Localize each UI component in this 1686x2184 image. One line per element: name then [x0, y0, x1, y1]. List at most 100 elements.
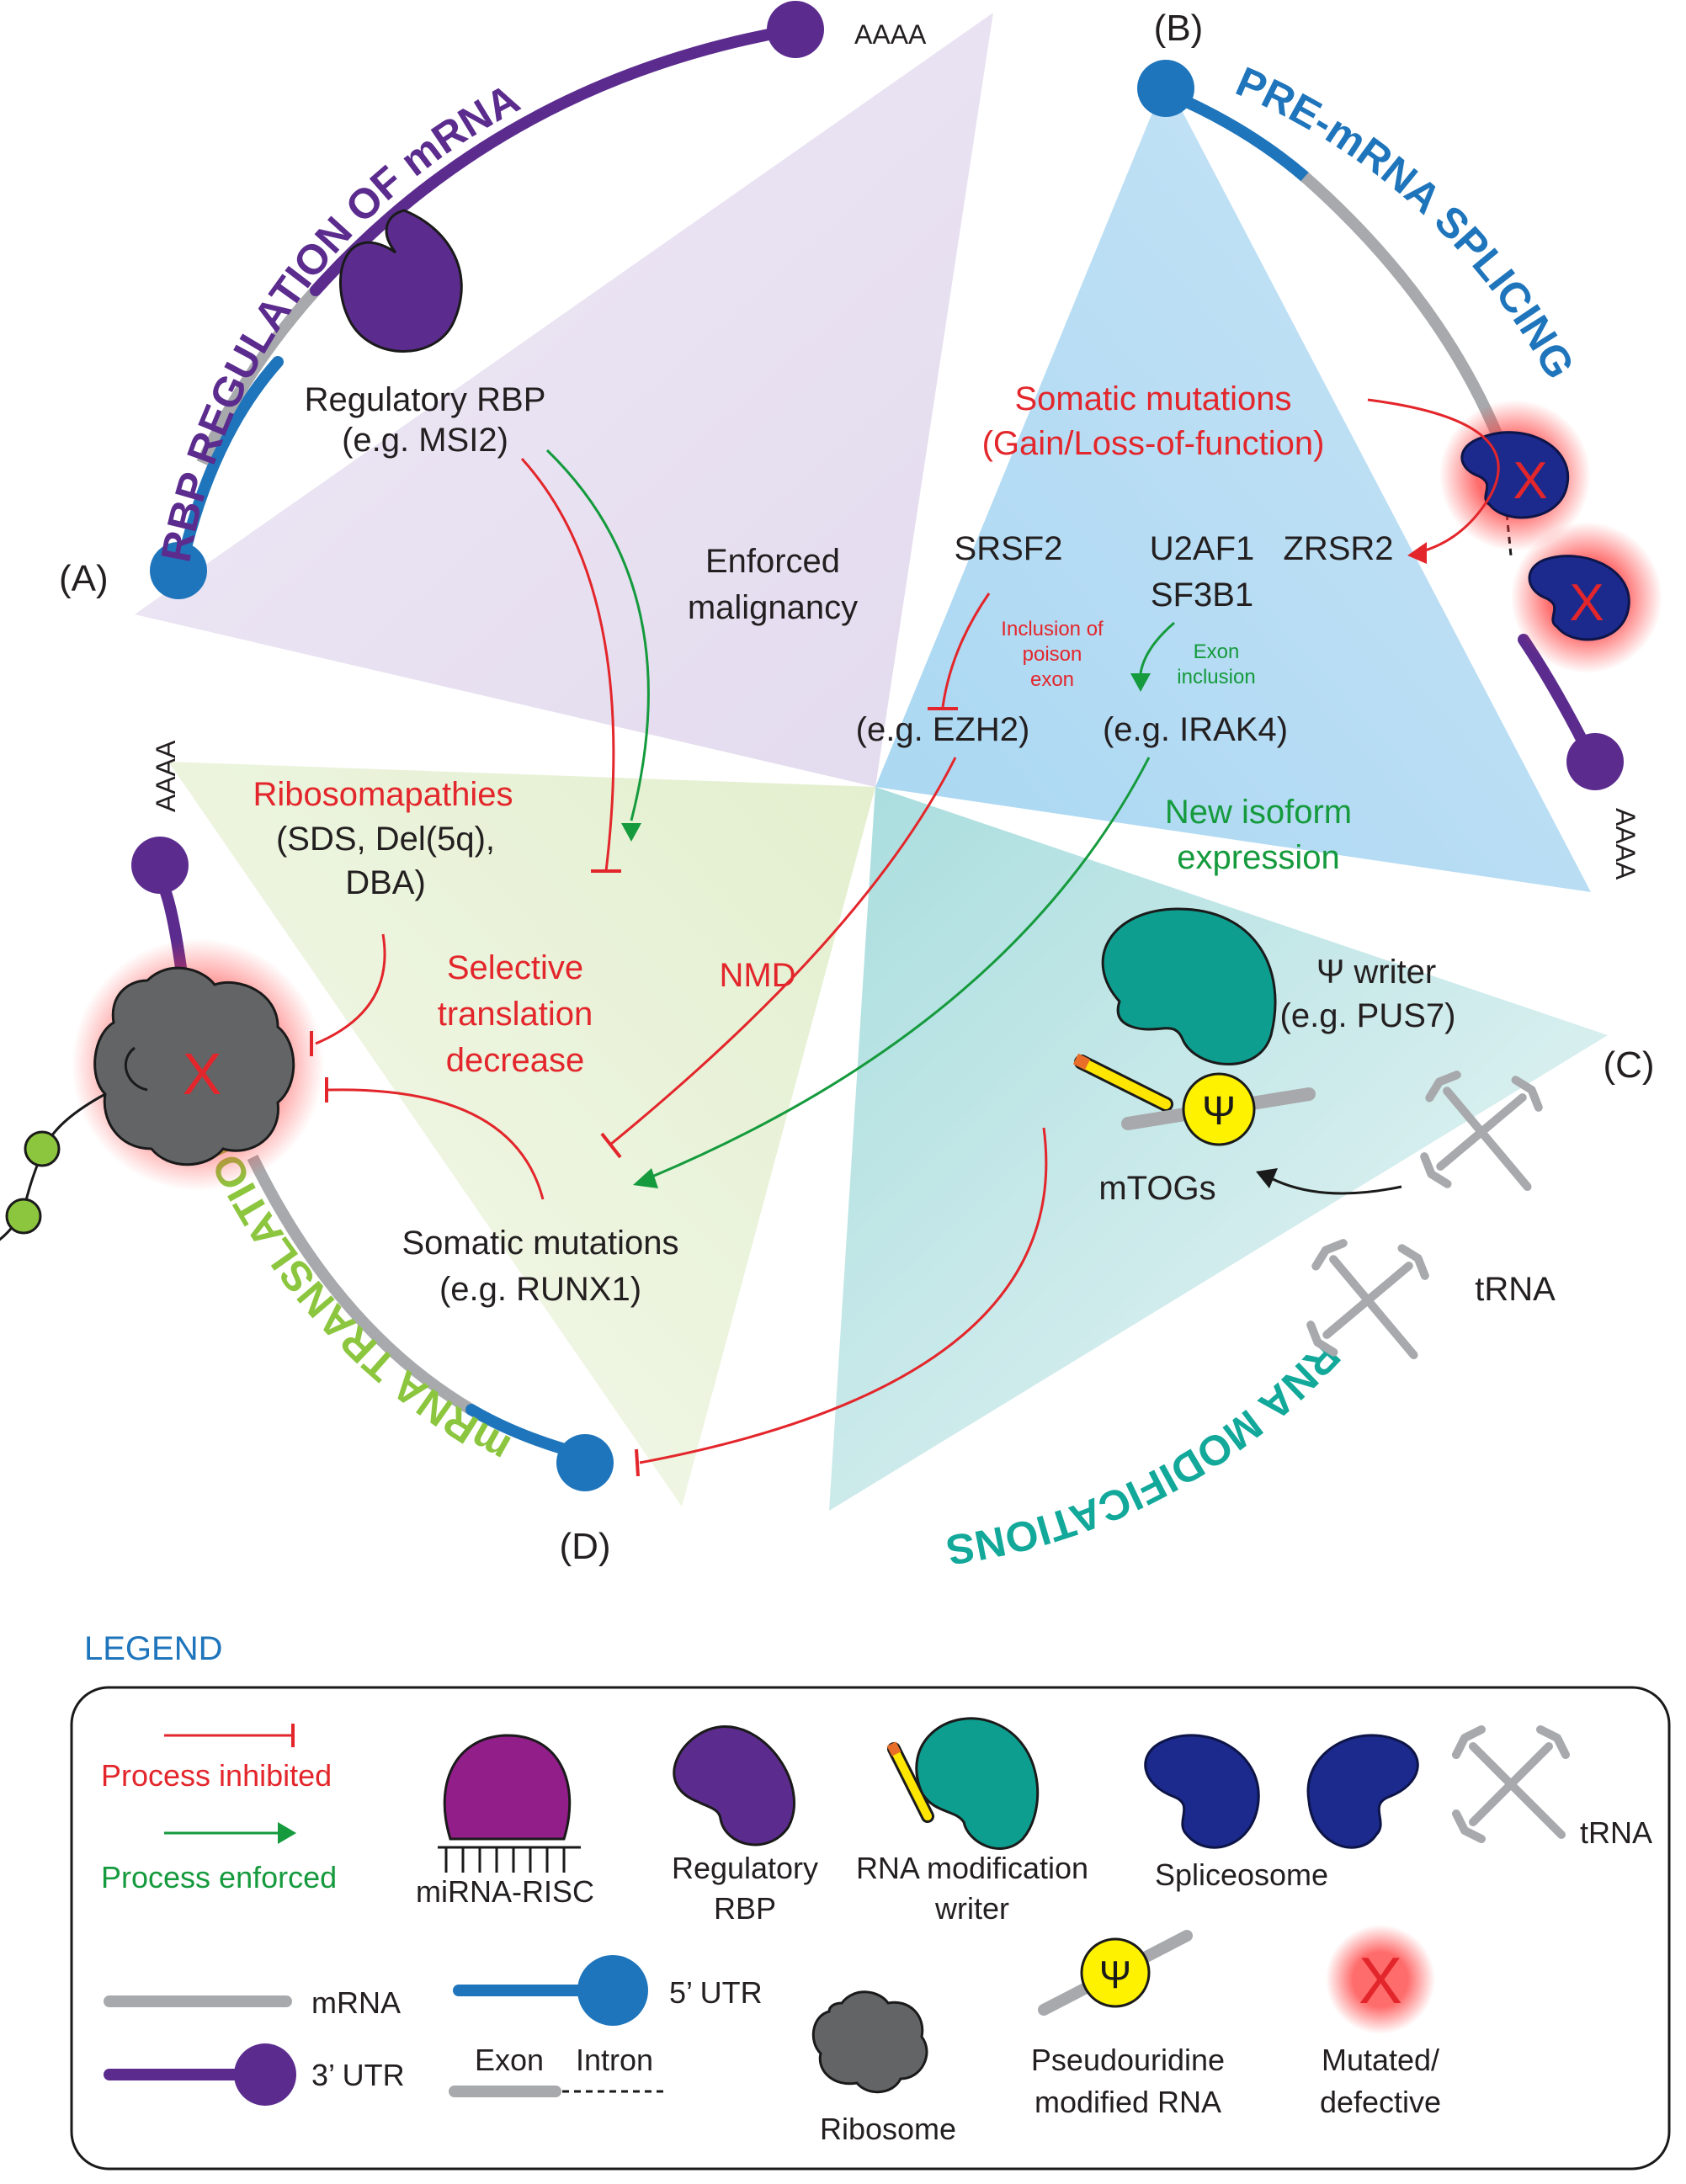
arrow-rbp-inhibit	[520, 457, 615, 872]
enforced-malignancy-line1: Enforced	[705, 543, 840, 580]
cap-5prime-a	[150, 542, 207, 599]
legend-5utr-cap	[577, 1955, 648, 2026]
inhibit-bar-nmd	[600, 1132, 622, 1159]
ribosomapathies-line2: (SDS, Del(5q),	[276, 821, 495, 858]
arrow-rbp-enforce	[545, 449, 650, 821]
legend-3utr: 3’ UTR	[311, 2058, 405, 2092]
sector-a-wedge	[135, 13, 993, 787]
pencil-icon	[1072, 1053, 1173, 1112]
legend-regulatory-rbp-line1: Regulatory	[672, 1851, 818, 1885]
gene-example-ezh2: (e.g. EZH2)	[856, 711, 1030, 748]
somatic-mutations-translation-line2: (e.g. RUNX1)	[439, 1271, 641, 1308]
legend-mirna-risc: miRNA-RISC	[416, 1874, 594, 1909]
nmd-label: NMD	[719, 957, 795, 994]
gene-u2af1: U2AF1	[1150, 530, 1255, 567]
legend-3utr-tail	[234, 2043, 296, 2106]
mutation-mark-ribosome: X	[183, 1041, 222, 1107]
legend-5utr: 5’ UTR	[669, 1975, 763, 2010]
regulatory-rbp-label: Regulatory RBP	[305, 381, 546, 418]
sector-d-wedge	[168, 762, 875, 1506]
legend-rbp-icon	[673, 1725, 795, 1847]
arrow-nmd	[609, 757, 957, 1146]
trna-label: tRNA	[1475, 1271, 1556, 1308]
arrow-somatic-translation	[327, 1088, 545, 1200]
gene-srsf2: SRSF2	[955, 530, 1063, 567]
arrowhead-rbp-enforce	[621, 823, 641, 842]
legend-regulatory-rbp-line2: RBP	[714, 1891, 776, 1926]
legend-spliceosome-left	[1144, 1734, 1260, 1849]
enforced-malignancy-line2: malignancy	[688, 589, 858, 626]
exon-inclusion-line2: inclusion	[1177, 666, 1255, 688]
exon-inclusion-line1: Exon	[1194, 640, 1240, 663]
legend-mirna-strand	[438, 1846, 581, 1873]
legend-intron: Intron	[576, 2043, 653, 2077]
psi-writer-line1: Ψ writer	[1316, 954, 1436, 991]
poison-exon-line3: exon	[1030, 668, 1074, 691]
pseudouridine-mark	[1182, 1072, 1256, 1146]
legend-trna-icon	[1456, 1730, 1566, 1839]
gene-example-irak4: (e.g. IRAK4)	[1103, 711, 1288, 748]
spliceosome-2	[1528, 555, 1630, 641]
polya-tail-d	[131, 837, 189, 894]
legend-x-glow	[1326, 1925, 1435, 2034]
arrow-ribosomapathies	[315, 933, 386, 1045]
regulatory-rbp-example: (e.g. MSI2)	[342, 422, 508, 459]
section-letter-a: (A)	[59, 558, 109, 599]
polya-tail-a	[767, 1, 824, 58]
selective-line3: decrease	[446, 1042, 585, 1079]
mutation-mark-spliceosome-2: X	[1569, 574, 1604, 632]
legend-trna: tRNA	[1580, 1815, 1652, 1850]
legend-mutated-line2: defective	[1320, 2085, 1441, 2119]
legend-writer-icon	[915, 1717, 1040, 1850]
amino-acid-2	[5, 1198, 42, 1235]
new-isoform-line2: expression	[1177, 839, 1339, 876]
inhibit-bar-rna-mod	[635, 1448, 640, 1477]
polya-label-a: AAAA	[854, 19, 927, 50]
poison-exon-line1: Inclusion of	[1001, 618, 1104, 640]
legend-spliceosome-right	[1306, 1734, 1419, 1849]
legend-process-inhibited: Process inhibited	[101, 1758, 332, 1793]
legend-pseudo-line1: Pseudouridine	[1031, 2043, 1225, 2077]
gene-sf3b1: SF3B1	[1151, 577, 1253, 614]
ribosome-groove	[124, 1046, 148, 1092]
ribosomapathies-line1: Ribosomapathies	[253, 776, 513, 813]
selective-line2: translation	[438, 996, 593, 1033]
legend-spliceosome: Spliceosome	[1155, 1857, 1328, 1892]
somatic-mutations-translation-line1: Somatic mutations	[402, 1225, 678, 1262]
gene-zrsr2: ZRSR2	[1283, 530, 1393, 567]
arrowhead-zrsr2	[1407, 542, 1427, 564]
arrowhead-exon-inclusion	[1130, 673, 1151, 692]
spliceosome-1	[1460, 431, 1570, 519]
legend-mirna-risc-icon	[443, 1734, 572, 1841]
mutation-mark-spliceosome-1: X	[1513, 452, 1547, 510]
ribosomapathies-line3: DBA)	[345, 864, 426, 901]
legend-writer-line2: writer	[934, 1891, 1009, 1926]
section-a-mrna	[150, 1, 824, 599]
arrowhead-trna	[1256, 1168, 1278, 1188]
legend-mutated-x: X	[1359, 1943, 1402, 2017]
arrow-exon-inclusion	[1139, 621, 1175, 674]
sector-b-wedge	[875, 80, 1591, 892]
cap-5prime-b	[1137, 60, 1194, 117]
section-letter-c: (C)	[1603, 1044, 1654, 1086]
legend-mutated-line1: Mutated/	[1322, 2043, 1439, 2077]
legend-writer-line1: RNA modification	[856, 1851, 1088, 1885]
somatic-mutations-splicing-line1: Somatic mutations	[1014, 380, 1291, 417]
selective-line1: Selective	[447, 949, 583, 986]
polya-label-d: AAAA	[151, 740, 181, 812]
section-letter-b: (B)	[1154, 8, 1204, 49]
legend-pseudo-mark	[1080, 1937, 1151, 2008]
legend-box	[70, 1686, 1671, 2171]
arrow-trna-to-mtogs	[1270, 1177, 1402, 1195]
arrowhead-new-isoform	[633, 1168, 658, 1188]
somatic-mutations-splicing-line2: (Gain/Loss-of-function)	[982, 425, 1325, 462]
amino-acid-1	[24, 1130, 61, 1167]
section-letter-d: (D)	[559, 1526, 610, 1567]
mtogs-label: mTOGs	[1098, 1170, 1215, 1207]
arrow-new-isoform	[647, 757, 1151, 1180]
legend-process-enforced: Process enforced	[101, 1860, 337, 1894]
new-isoform-line1: New isoform	[1165, 794, 1352, 831]
legend-enforce-arrowhead	[278, 1822, 296, 1844]
pseudouridine-symbol: Ψ	[1202, 1089, 1236, 1134]
